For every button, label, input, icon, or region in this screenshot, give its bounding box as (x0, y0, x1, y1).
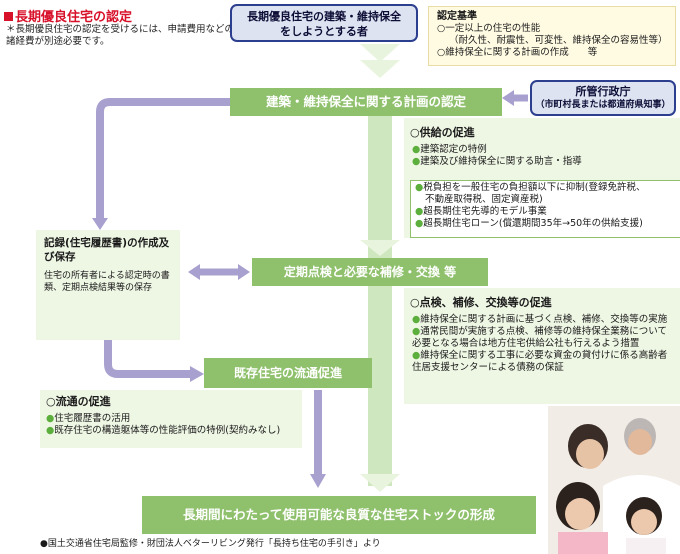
family-photo (548, 406, 680, 554)
list-item: ●超長期住宅先導的モデル事業 (415, 206, 547, 217)
applicant-line2: をしようとする者 (280, 25, 368, 38)
supply-promotion-box: ○供給の促進 ●建築認定の特例 ●建築及び維持保全に関する助言・指導 ●税負担を… (404, 118, 680, 238)
list-item: 不動産取得税、固定資産税) (425, 194, 543, 205)
list-item: ●既存住宅の構造躯体等の性能評価の特例(契約みなし) (46, 425, 281, 436)
list-item: ●税負担を一般住宅の負担額以下に抑制(登録免許税、 (415, 182, 646, 193)
bullet-icon: ● (415, 218, 424, 229)
inspection-bar: 定期点検と必要な補修・交換 等 (252, 258, 488, 286)
criteria-heading: 認定基準 (437, 11, 477, 22)
red-square-icon (4, 12, 13, 21)
applicant-box: 長期優良住宅の建築・維持保全 をしようとする者 (230, 4, 418, 42)
distribution-bar: 既存住宅の流通促進 (204, 358, 372, 388)
supply-list: ●建築認定の特例 ●建築及び維持保全に関する助言・指導 (412, 144, 582, 168)
maintenance-heading: ○点検、補修、交換等の促進 (410, 296, 552, 309)
list-item: ●住宅履歴書の活用 (46, 413, 131, 424)
main-flow-stripe (368, 116, 392, 486)
criteria-item: ○維持保全に関する計画の作成 等 (437, 47, 598, 58)
bullet-icon: ● (412, 350, 421, 361)
bullet-icon: ● (412, 314, 421, 325)
criteria-item: ○一定以上の住宅の性能 (437, 23, 541, 34)
bullet-icon: ● (412, 326, 421, 337)
list-item: ●通常民間が実施する点検、補修等の維持保全業務について必要となる場合は地方住宅供… (412, 326, 668, 349)
list-item: ●超長期住宅ローン(償還期間35年→50年の供給支援) (415, 218, 643, 229)
record-to-distribution-arrow (104, 340, 192, 378)
list-item: ●建築及び維持保全に関する助言・指導 (412, 156, 582, 167)
page-title: 長期優良住宅の認定 (4, 6, 132, 25)
bullet-icon: ● (412, 156, 421, 167)
maintenance-list: ●維持保全に関する計画に基づく点検、補修、交換等の実施 ●通常民間が実施する点検… (412, 314, 676, 374)
certification-criteria-box: 認定基準 ○一定以上の住宅の性能 （耐久性、耐震性、可変性、維持保全の容易性等）… (428, 6, 676, 66)
final-goal-bar: 長期間にわたって使用可能な良質な住宅ストックの形成 (142, 496, 536, 534)
bullet-icon: ● (46, 413, 55, 424)
plan-certification-bar: 建築・維持保全に関する計画の認定 (230, 88, 502, 116)
fee-note: ＊長期優良住宅の認定を受けるには、申請費用などの諸経費が別途必要です。 (6, 24, 235, 47)
distribution-list: ●住宅履歴書の活用 ●既存住宅の構造躯体等の性能評価の特例(契約みなし) (46, 413, 296, 437)
family-photo-illustration (548, 406, 680, 554)
admin-line2: （市町村長または都道府県知事） (535, 100, 671, 110)
applicant-line1: 長期優良住宅の建築・維持保全 (247, 10, 401, 23)
bullet-icon: ● (46, 425, 55, 436)
record-heading: 記録(住宅履歴書)の作成及び保存 (44, 237, 170, 263)
list-item: ●維持保全に関する計画に基づく点検、補修、交換等の実施 (412, 314, 668, 325)
admin-authority-box: 所管行政庁 （市町村長または都道府県知事） (530, 80, 676, 116)
supply-heading: ○供給の促進 (410, 126, 475, 139)
source-note: ●国土交通省住宅局監修・財団法人ベターリビング発行「長持ち住宅の手引き」より (40, 539, 381, 549)
record-keeping-box: 記録(住宅履歴書)の作成及び保存 住宅の所有者による認定時の書類、定期点検結果等… (36, 230, 180, 340)
maintenance-promotion-box: ○点検、補修、交換等の促進 ●維持保全に関する計画に基づく点検、補修、交換等の実… (404, 288, 680, 404)
record-text: 住宅の所有者による認定時の書類、定期点検結果等の保存 (44, 271, 170, 293)
green-chevrons (360, 44, 400, 492)
distribution-heading: ○流通の促進 (46, 395, 111, 408)
supply-boxed-list: ●税負担を一般住宅の負担額以下に抑制(登録免許税、 不動産取得税、固定資産税) … (410, 180, 680, 238)
list-item: ●維持保全に関する工事に必要な資金の貸付けに係る高齢者住居支援センターによる債務… (412, 350, 668, 373)
list-item: ●建築認定の特例 (412, 144, 487, 155)
admin-line1: 所管行政庁 (575, 85, 631, 98)
distribution-promotion-box: ○流通の促進 ●住宅履歴書の活用 ●既存住宅の構造躯体等の性能評価の特例(契約み… (40, 390, 302, 448)
bullet-icon: ● (415, 182, 424, 193)
bullet-icon: ● (415, 206, 424, 217)
plan-to-record-arrow (96, 98, 230, 222)
criteria-item: （耐久性、耐震性、可変性、維持保全の容易性等） (449, 35, 668, 46)
bullet-icon: ● (412, 144, 421, 155)
